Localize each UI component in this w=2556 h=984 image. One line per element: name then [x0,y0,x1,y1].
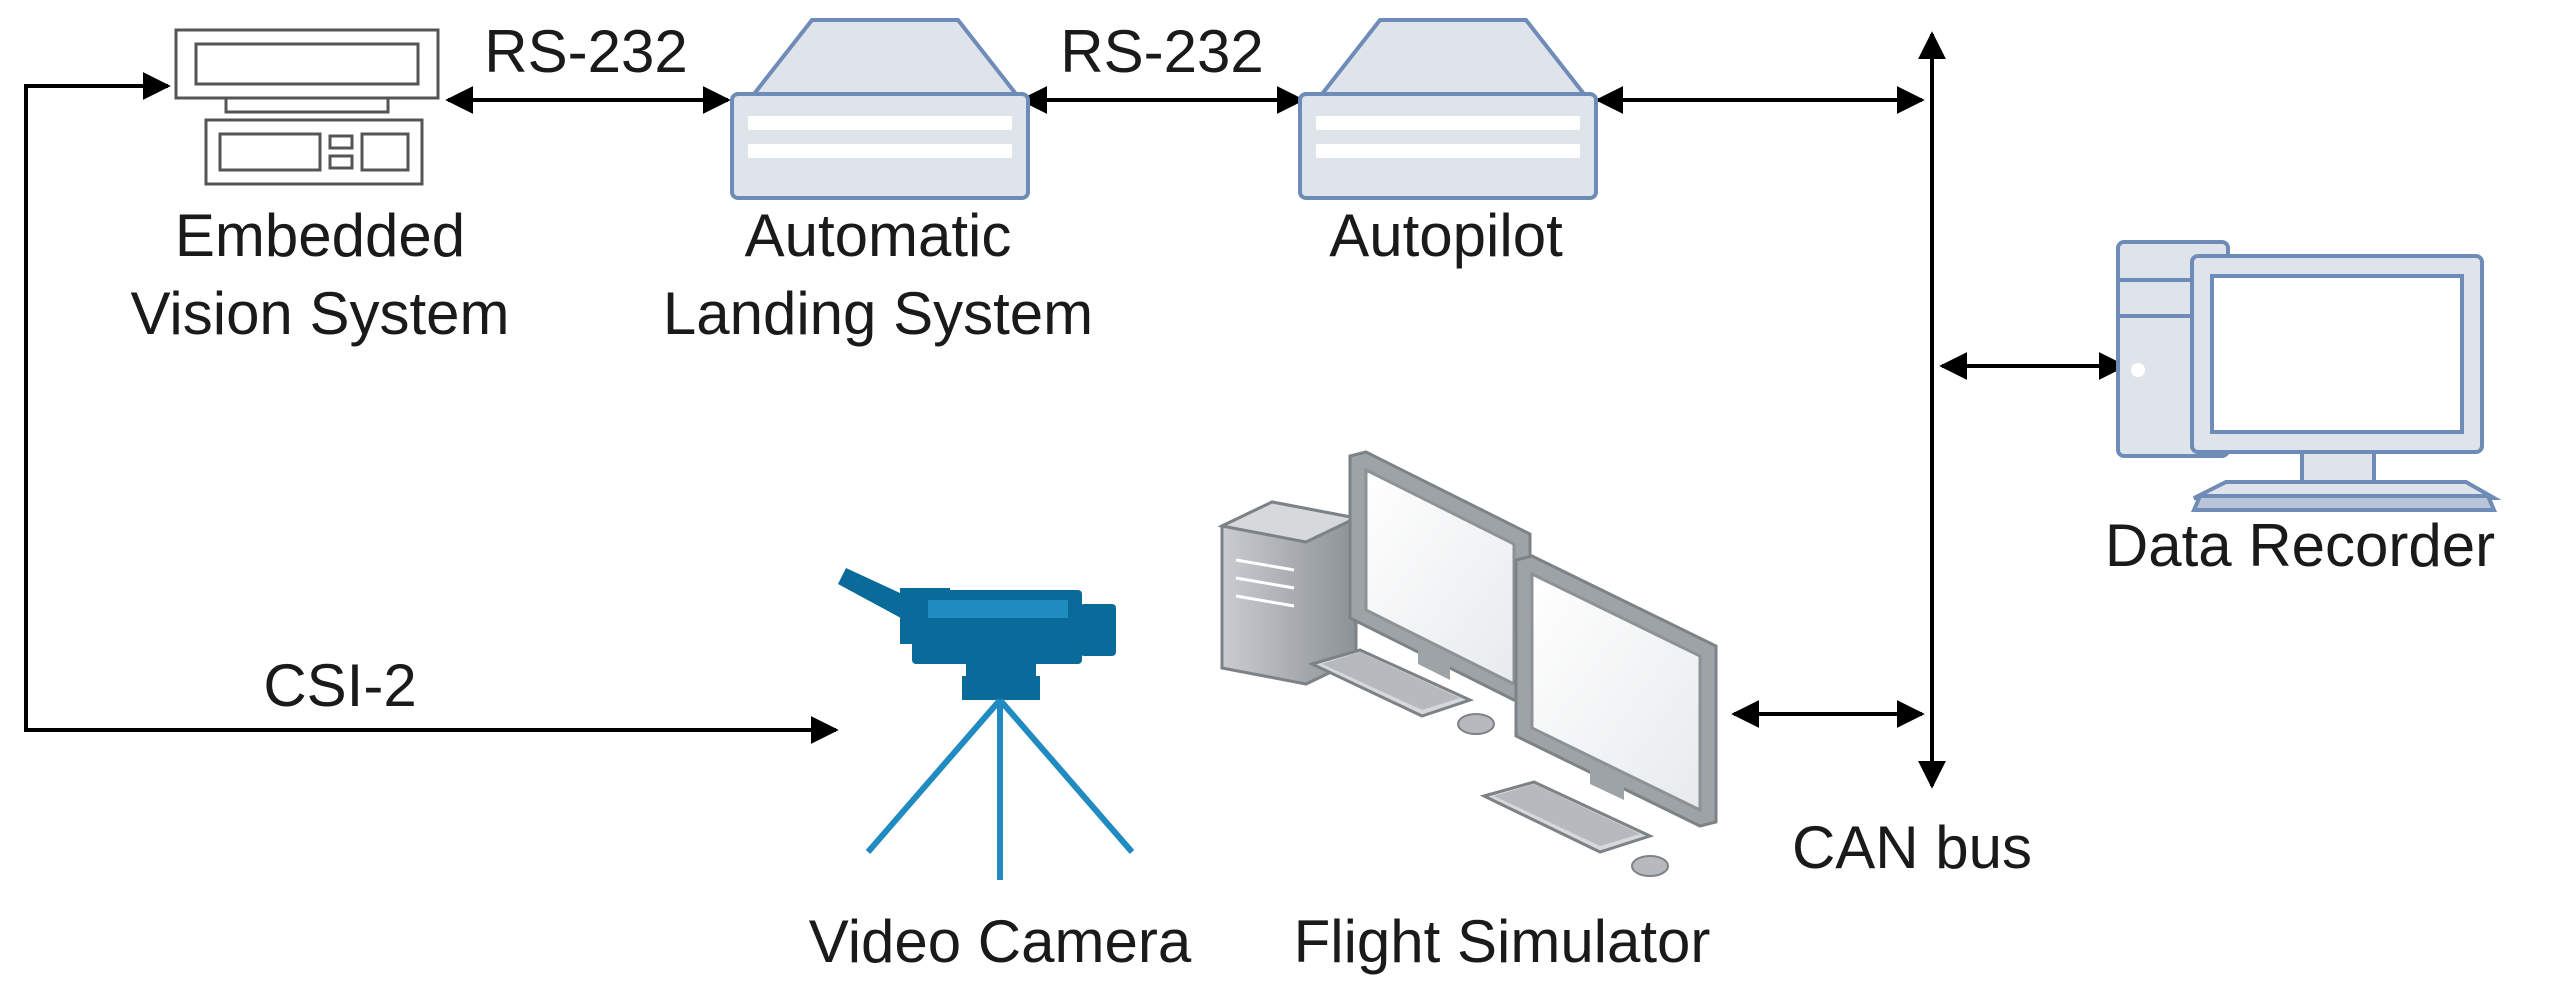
automatic-landing-system-icon [730,18,1030,200]
embedded-vision-label-line1: Embedded [175,202,465,269]
data-recorder-icon [2116,240,2502,512]
automatic-landing-label-line1: Automatic [745,202,1012,269]
flight-simulator-label: Flight Simulator [1294,908,1711,975]
embedded-vision-system-icon [174,28,440,186]
link-ev-camera [24,72,839,744]
connections [24,31,2127,789]
rs232-label-right: RS-232 [1060,18,1263,85]
automatic-landing-label-line2: Landing System [663,280,1093,347]
can-bus-label: CAN bus [1792,814,2032,881]
autopilot-label: Autopilot [1329,202,1563,269]
rs232-label-left: RS-232 [484,18,687,85]
data-recorder-label: Data Recorder [2105,512,2495,579]
autopilot-icon [1298,18,1598,200]
video-camera-icon [838,568,1135,880]
video-camera-label: Video Camera [809,908,1192,975]
csi2-label: CSI-2 [263,652,416,719]
flight-simulator-icon [1217,450,1718,877]
embedded-vision-label-line2: Vision System [130,280,509,347]
